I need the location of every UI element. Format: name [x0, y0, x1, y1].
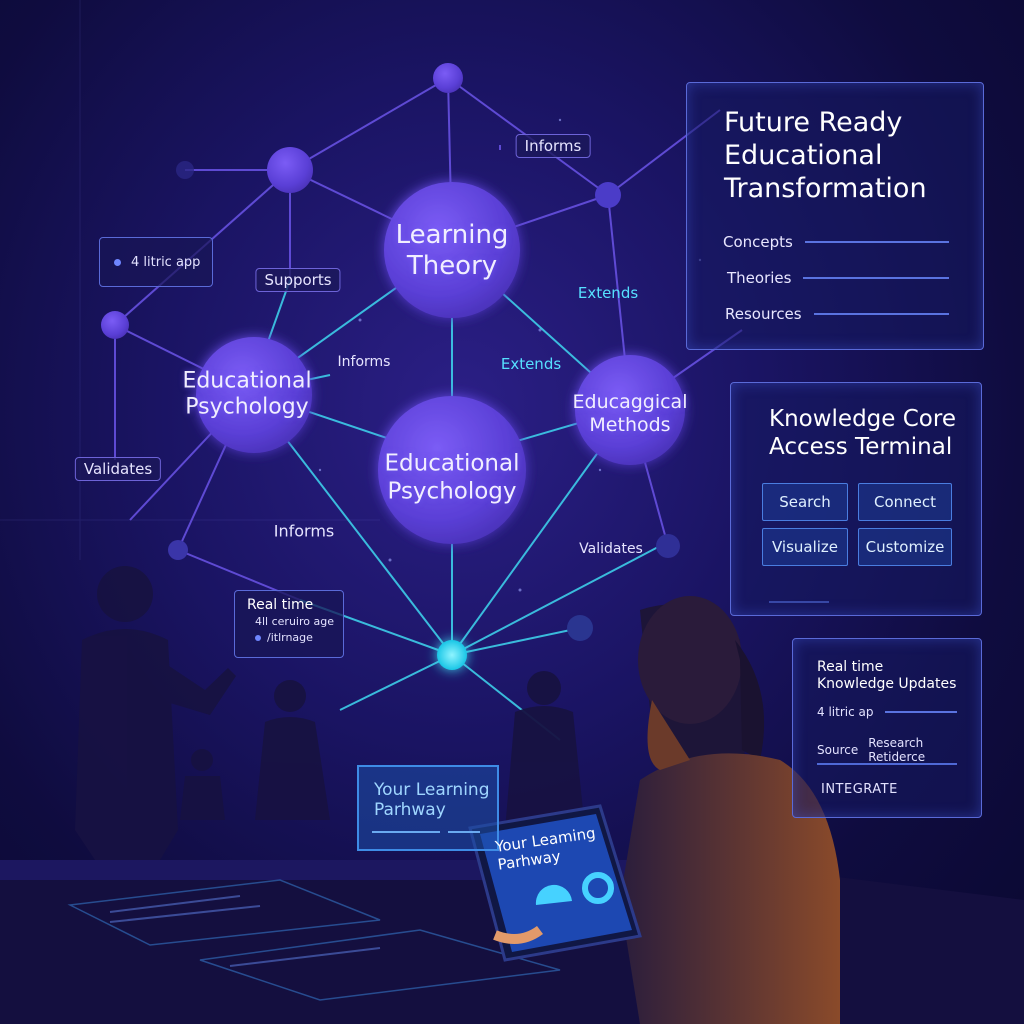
realtime-tag: Real time 4ll ceruiro age /itlrnage: [234, 590, 344, 658]
updates-divider: [817, 763, 957, 765]
node-top: [433, 63, 463, 93]
future-ready-title: Future Ready Educational Transformation: [724, 107, 927, 204]
terminal-underline-1: [769, 601, 829, 603]
node-upper-left: [267, 147, 313, 193]
tablet-device: [468, 804, 642, 962]
visualize-button[interactable]: Visualize: [762, 528, 848, 566]
knowledge-updates-panel: Real time Knowledge Updates 4 litric ap …: [792, 638, 982, 818]
node-faint-4: [567, 615, 593, 641]
sparkles: [318, 118, 702, 592]
customize-button[interactable]: Customize: [858, 528, 952, 566]
pathway-sign-text: Your Learning Parhway: [374, 780, 490, 821]
edge-label-informs-low: Informs: [273, 521, 335, 541]
label-educational-psychology-center: Educational Psychology: [384, 450, 520, 504]
integrate-button[interactable]: INTEGRATE: [821, 782, 898, 797]
terminal-title: Knowledge Core Access Terminal: [769, 406, 956, 461]
edge-label-validates-left: Validates: [74, 457, 162, 481]
edge-label-informs-top: Informs: [515, 134, 591, 158]
future-item-theories[interactable]: Theories: [727, 269, 949, 287]
node-educational-psychology-center: [378, 396, 526, 544]
knowledge-core-terminal: Knowledge Core Access Terminal Search Co…: [730, 382, 982, 616]
node-far-left: [101, 311, 129, 339]
future-ready-panel: Future Ready Educational Transformation …: [686, 82, 984, 350]
updates-source-row: Source Research Retiderce: [817, 736, 926, 764]
realtime-tag-dot: [255, 635, 261, 641]
network-small-nodes: [101, 63, 680, 670]
app-tag: 4 litric app: [99, 237, 213, 287]
updates-title: Real time Knowledge Updates: [817, 659, 957, 693]
updates-app-row: 4 litric ap: [817, 705, 957, 719]
node-faint-3: [656, 534, 680, 558]
node-educaggical-methods: [575, 355, 685, 465]
edge-label-supports: Supports: [255, 268, 341, 292]
woman-silhouette: [620, 596, 840, 1024]
label-learning-theory: Learning Theory: [395, 219, 509, 281]
node-faint-1: [176, 161, 194, 179]
people-silhouettes: [75, 566, 585, 860]
connect-button[interactable]: Connect: [858, 483, 952, 521]
label-educational-psychology-left: Educational Psychology: [182, 368, 312, 420]
edge-label-informs-mid: Informs: [337, 354, 391, 370]
node-faint-2: [168, 540, 188, 560]
node-learning-theory: [384, 182, 520, 318]
future-item-resources[interactable]: Resources: [725, 305, 949, 323]
network-concept-nodes: [196, 182, 685, 544]
pathway-sign-frame: [357, 765, 499, 851]
future-item-concepts[interactable]: Concepts: [723, 233, 949, 251]
app-tag-dot: [114, 258, 121, 266]
edge-label-extends-mid: Extends: [500, 355, 562, 373]
edge-label-validates-right: Validates: [579, 541, 643, 557]
search-button[interactable]: Search: [762, 483, 848, 521]
node-educational-psychology-left: [196, 337, 312, 453]
node-upper-right: [595, 182, 621, 208]
node-cyan-hub: [437, 640, 467, 670]
label-educaggical-methods: Educaggical Methods: [572, 391, 688, 436]
edge-label-extends-right: Extends: [577, 284, 639, 302]
